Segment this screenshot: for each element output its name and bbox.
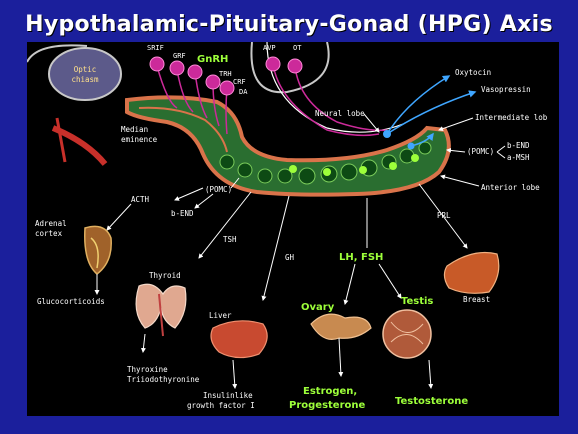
liver bbox=[211, 321, 267, 358]
vasopressin-label: Vasopressin bbox=[481, 85, 531, 94]
slide-title: Hypothalamic-Pituitary-Gonad (HPG) Axis bbox=[0, 12, 578, 37]
pomc-right-label: (POMC) bbox=[467, 147, 494, 156]
thyroid-label: Thyroid bbox=[149, 271, 181, 280]
avp-label: AVP bbox=[263, 44, 276, 52]
estrogen-label-2: Progesterone bbox=[289, 400, 366, 411]
diagram-panel: Optic chiasm bbox=[27, 42, 559, 416]
lh-fsh-label: LH, FSH bbox=[339, 252, 383, 263]
oxytocin-label: Oxytocin bbox=[455, 68, 491, 77]
trh-label: TRH bbox=[219, 70, 232, 78]
estrogen-label-1: Estrogen, bbox=[303, 386, 357, 397]
glucocorticoids-label: Glucocorticoids bbox=[37, 297, 105, 306]
liver-label: Liver bbox=[209, 311, 232, 320]
median-eminence-label-1: Median bbox=[121, 125, 148, 134]
adrenal-cortex-label-1: Adrenal bbox=[35, 219, 67, 228]
thyroxine-label-2: Triiodothyronine bbox=[127, 375, 200, 384]
hpg-diagram: Optic chiasm bbox=[27, 42, 559, 416]
neural-lobe-label: Neural lobe bbox=[315, 109, 365, 118]
pomc-left-label: (POMC) bbox=[205, 185, 232, 194]
intermediate-lobe-label: Intermediate lob bbox=[475, 113, 548, 122]
igf-label-1: Insulinlike bbox=[203, 391, 253, 400]
median-eminence-label-2: eminence bbox=[121, 135, 158, 144]
breast bbox=[444, 253, 498, 294]
thyroxine-label-1: Thyroxine bbox=[127, 365, 168, 374]
optic-chiasm bbox=[49, 48, 121, 100]
optic-chiasm-label-2: chiasm bbox=[71, 75, 99, 84]
srif-label: SRIF bbox=[147, 44, 164, 52]
gh-label: GH bbox=[285, 253, 295, 262]
ovary bbox=[311, 314, 371, 339]
crf-label: CRF bbox=[233, 78, 246, 86]
b-end-right-label: b-END bbox=[507, 141, 530, 150]
grf-label: GRF bbox=[173, 52, 186, 60]
tsh-label: TSH bbox=[223, 235, 237, 244]
anterior-lobe-label: Anterior lobe bbox=[481, 183, 540, 192]
acth-label: ACTH bbox=[131, 195, 150, 204]
b-end-left-label: b-END bbox=[171, 209, 194, 218]
igf-label-2: growth factor I bbox=[187, 401, 255, 410]
neural-lobe-outline bbox=[267, 42, 403, 132]
optic-chiasm-label-1: Optic bbox=[74, 65, 97, 74]
testosterone-label: Testosterone bbox=[395, 396, 468, 407]
da-label: DA bbox=[239, 88, 248, 96]
prl-label: PRL bbox=[437, 211, 451, 220]
ovary-label: Ovary bbox=[301, 302, 335, 313]
a-msh-label: a-MSH bbox=[507, 153, 530, 162]
breast-label: Breast bbox=[463, 295, 490, 304]
adrenal-cortex-label-2: cortex bbox=[35, 229, 63, 238]
gnrh-label: GnRH bbox=[197, 54, 228, 65]
testis-label: Testis bbox=[401, 296, 433, 307]
ot-label: OT bbox=[293, 44, 302, 52]
